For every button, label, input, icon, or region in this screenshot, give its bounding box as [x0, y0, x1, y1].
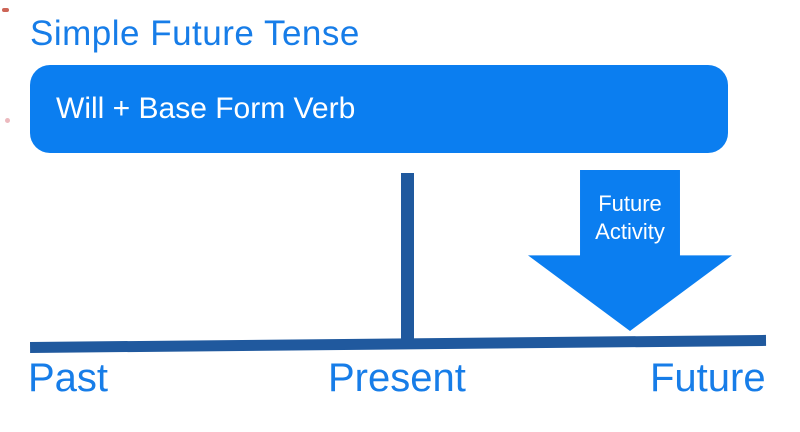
formula-box-label: Will + Base Form Verb — [56, 92, 356, 125]
stray-red-mark — [2, 8, 9, 12]
future-activity-label: Future Activity — [528, 190, 732, 246]
future-activity-label-line1: Future — [598, 191, 662, 216]
timeline-label-past: Past — [28, 356, 109, 400]
formula-box: Will + Base Form Verb — [30, 65, 728, 153]
timeline-label-future: Future — [650, 356, 766, 400]
future-activity-label-line2: Activity — [595, 219, 665, 244]
timeline-bar — [30, 334, 767, 353]
page-title: Simple Future Tense — [30, 14, 360, 53]
present-tick-mark — [401, 173, 414, 348]
future-activity-arrow-icon: Future Activity — [528, 170, 732, 331]
stray-pink-mark — [5, 118, 10, 123]
timeline-label-present: Present — [328, 356, 466, 400]
